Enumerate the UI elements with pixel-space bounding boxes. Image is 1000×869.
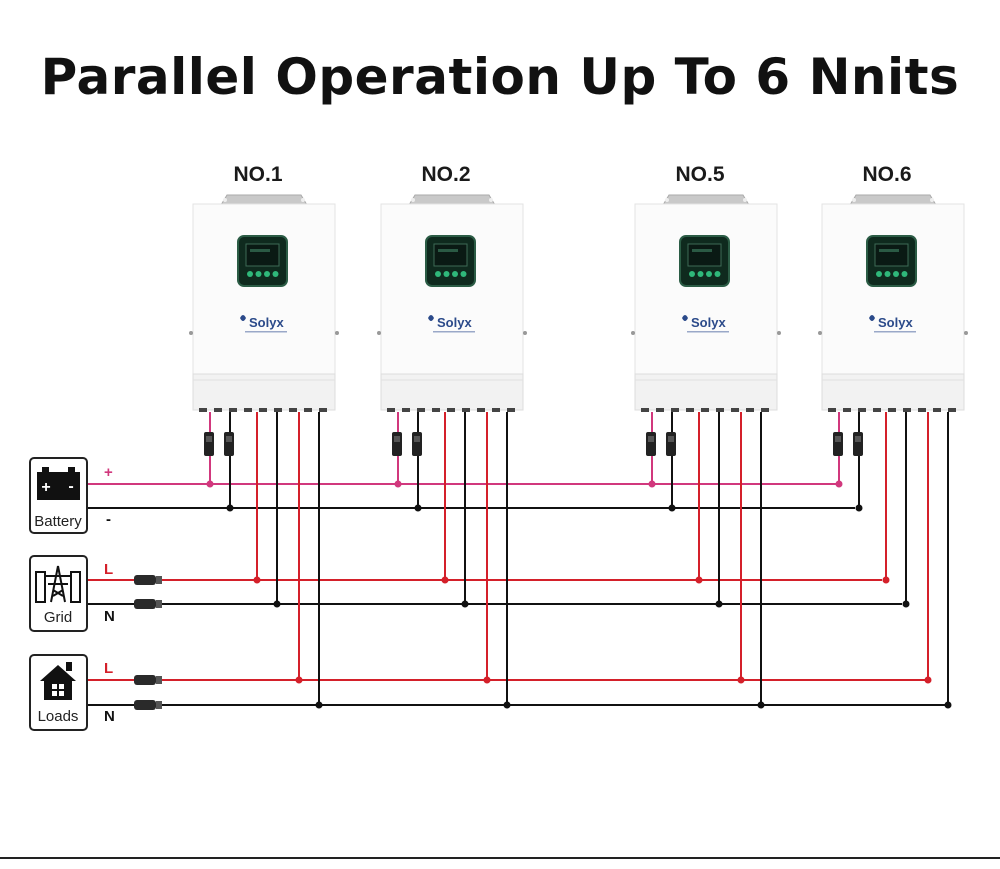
grid-label: Grid [44, 609, 72, 626]
junction-dot [483, 676, 491, 684]
unit-number-label: NO.2 [421, 163, 470, 186]
brand-logo-icon [428, 315, 434, 321]
dc-connector [853, 432, 863, 456]
inverter-body [192, 203, 336, 377]
junction-dot [226, 504, 234, 512]
panel-button [255, 271, 262, 277]
junction-dot [295, 676, 303, 684]
battery-negative-symbol: - [106, 511, 111, 528]
panel-button [697, 271, 704, 277]
panel-button [884, 271, 891, 277]
dc-connector [646, 432, 656, 456]
junction-dot [648, 480, 656, 488]
panel-button [452, 271, 458, 277]
brand-logo-icon [869, 315, 875, 321]
dc-connector [833, 432, 843, 456]
grid-box: Grid [29, 555, 88, 632]
battery-label: Battery [34, 513, 82, 530]
panel-button [264, 271, 270, 277]
loads-n-connector [134, 700, 162, 710]
junction-dot [902, 600, 910, 608]
unit-number-label: NO.6 [862, 163, 911, 186]
grid-neutral-symbol: N [104, 608, 115, 625]
battery-icon: + - [37, 467, 80, 500]
battery-positive-symbol: + [104, 464, 113, 481]
svg-text:+: + [41, 479, 50, 496]
dc-connector [204, 432, 214, 456]
junction-dot [441, 576, 449, 584]
junction-dot [461, 600, 469, 608]
junction-dot [924, 676, 932, 684]
junction-dot [414, 504, 422, 512]
svg-text:-: - [68, 478, 73, 495]
inverter-body [821, 203, 965, 377]
junction-dot [695, 576, 703, 584]
house-icon [40, 662, 76, 700]
junction-dot [737, 676, 745, 684]
dc-connector [224, 432, 234, 456]
junction-dot [206, 480, 214, 488]
panel-button [272, 271, 279, 277]
brand-logo-icon [682, 315, 688, 321]
brand-name: Solyx [691, 315, 726, 330]
brand-name: Solyx [249, 315, 284, 330]
loads-line-symbol: L [104, 660, 113, 677]
panel-button [876, 271, 882, 277]
inverter-bottom-panel [380, 373, 524, 411]
unit-number-label: NO.5 [675, 163, 724, 186]
junction-dot [835, 480, 843, 488]
brand-logo-icon [240, 315, 246, 321]
inverter-body [380, 203, 524, 377]
junction-dot [315, 701, 323, 709]
junction-dot [882, 576, 890, 584]
panel-button [901, 271, 908, 277]
loads-label: Loads [38, 708, 79, 725]
grid-n-connector [134, 599, 162, 609]
page-title: Parallel Operation Up To 6 Nnits [40, 48, 960, 106]
dc-connector [392, 432, 402, 456]
panel-button [893, 271, 899, 277]
panel-button [435, 271, 441, 277]
junction-dot [757, 701, 765, 709]
junction-dot [715, 600, 723, 608]
inverter-bottom-panel [192, 373, 336, 411]
inverter-bottom-panel [821, 373, 965, 411]
loads-neutral-symbol: N [104, 708, 115, 725]
junction-dot [855, 504, 863, 512]
inverter-body [634, 203, 778, 377]
dc-connector [666, 432, 676, 456]
panel-button [714, 271, 721, 277]
junction-dot [394, 480, 402, 488]
dc-connector [412, 432, 422, 456]
brand-name: Solyx [878, 315, 913, 330]
panel-button [460, 271, 467, 277]
battery-box: + - Battery [29, 457, 88, 534]
junction-dot [253, 576, 261, 584]
bottom-divider [0, 857, 1000, 859]
brand-name: Solyx [437, 315, 472, 330]
grid-l-connector [134, 575, 162, 585]
power-tower-icon [35, 565, 81, 603]
grid-line-symbol: L [104, 561, 113, 578]
panel-button [706, 271, 712, 277]
loads-box: Loads [29, 654, 88, 731]
junction-dot [273, 600, 281, 608]
loads-l-connector [134, 675, 162, 685]
panel-button [443, 271, 450, 277]
junction-dot [503, 701, 511, 709]
unit-number-label: NO.1 [233, 163, 282, 186]
panel-button [689, 271, 695, 277]
junction-dot [668, 504, 676, 512]
inverter-bottom-panel [634, 373, 778, 411]
panel-button [247, 271, 253, 277]
junction-dot [944, 701, 952, 709]
